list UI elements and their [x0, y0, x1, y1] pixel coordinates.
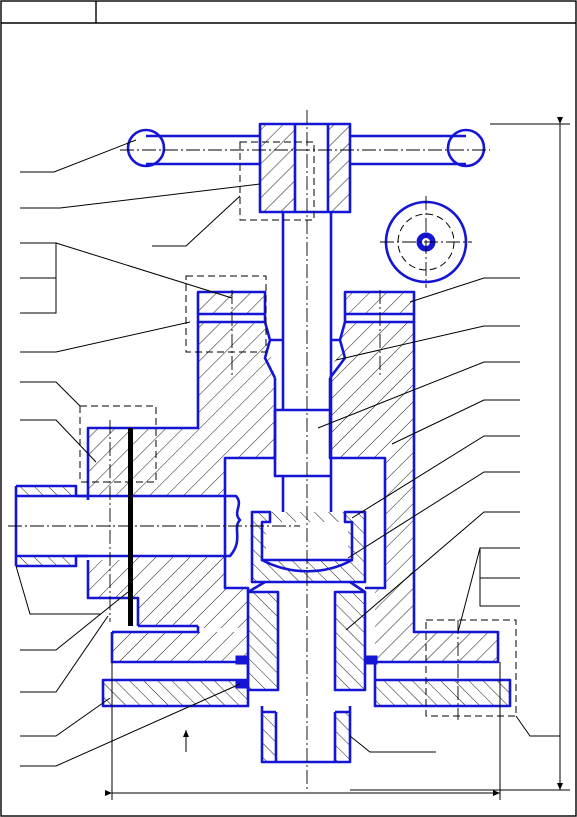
dimensions	[105, 117, 570, 800]
inlet-gasket	[128, 428, 133, 626]
left-leaders	[15, 139, 261, 767]
center-lines	[8, 110, 490, 790]
handwheel-detail-view	[380, 196, 472, 288]
part-outlines	[14, 122, 512, 764]
right-leaders	[317, 277, 560, 753]
dashed-callouts	[79, 141, 517, 717]
